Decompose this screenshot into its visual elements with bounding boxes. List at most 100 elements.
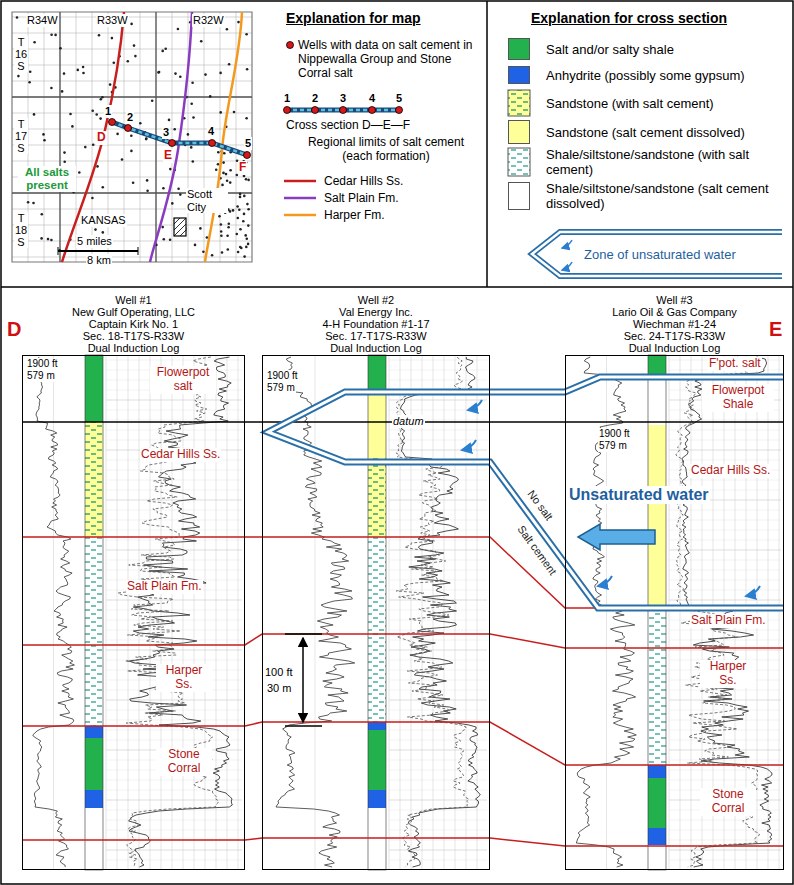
lithology-interval: [85, 726, 103, 738]
drawing-line: [284, 180, 316, 183]
map-grid-line: [204, 12, 205, 262]
township-label: T 16 S: [14, 36, 28, 72]
well-dot: [63, 161, 66, 164]
log-grid-line: [389, 510, 487, 511]
well-dot: [99, 117, 102, 120]
log-grid-line: [389, 480, 487, 481]
well-dot: [54, 34, 57, 37]
well-dot: [158, 71, 161, 74]
log-grid-line: [106, 560, 242, 561]
well-dot: [16, 16, 19, 19]
well-dot: [246, 203, 249, 206]
well-dot: [63, 72, 66, 75]
log-grid-line: [389, 710, 487, 711]
well-header: Well #2Val Energy Inc.4-H Foundation #1-…: [233, 294, 519, 354]
well-dot: [94, 228, 97, 231]
log-grid-line: [669, 590, 781, 591]
well-dot: [177, 188, 180, 191]
well-dot: [69, 113, 72, 116]
well-log-box: Well #2Val Energy Inc.4-H Foundation #1-…: [262, 355, 490, 870]
log-curve: [674, 357, 760, 867]
formation-label: Salt Plain Fm.: [690, 614, 767, 628]
well-dot: [145, 138, 148, 141]
panel-heading: Explanation for map: [285, 10, 422, 26]
correlation-line: [22, 838, 784, 846]
well-dot: [139, 122, 142, 125]
well-dot: [227, 248, 230, 251]
callout-number: 3: [162, 126, 170, 139]
log-grid-line: [669, 840, 781, 841]
log-grid-line: [669, 740, 781, 741]
log-grid-line: [411, 356, 412, 869]
legend-swatch: [508, 182, 530, 210]
well-dot: [33, 41, 36, 44]
panel-heading: Explanation for cross section: [530, 10, 728, 26]
township-label: T 18 S: [14, 212, 28, 248]
log-grid-line: [106, 660, 242, 661]
log-grid-line: [466, 356, 467, 869]
well-dot: [228, 222, 231, 225]
log-grid-line: [315, 356, 316, 869]
well-dot: [132, 181, 135, 184]
header-line: Dual Induction Log: [536, 342, 794, 354]
well-dot: [91, 109, 94, 112]
log-grid-line: [669, 460, 781, 461]
well-dot: [161, 50, 164, 53]
well-dot: [242, 220, 245, 223]
log-grid-line: [389, 860, 487, 861]
correlation-line: [22, 634, 784, 648]
drawing-path: [462, 440, 476, 450]
well-dot: [43, 139, 46, 142]
map-grid-line: [12, 65, 252, 66]
log-grid-line: [128, 356, 129, 869]
well-dot: [146, 179, 149, 182]
header-line: Well #1: [0, 294, 274, 306]
log-grid-line: [389, 360, 487, 361]
well-dot: [50, 87, 53, 90]
well-dot: [239, 228, 242, 231]
drawing-g: [12, 12, 784, 870]
well-dot: [237, 217, 240, 220]
well-dot: [239, 193, 242, 196]
well-dot: [162, 187, 165, 190]
header-line: New Gulf Operating, LLC: [0, 306, 274, 318]
map-grid-line: [12, 97, 252, 98]
well-dot: [47, 238, 50, 241]
log-grid-line: [389, 520, 487, 521]
legend-swatch: [508, 38, 530, 60]
lithology-interval: [648, 608, 666, 765]
log-curve: [118, 357, 219, 867]
legend-text: Sandstone (salt cement dissolved): [546, 125, 745, 140]
log-grid-line: [455, 356, 456, 869]
formation-label: Harper Ss.: [700, 660, 756, 688]
log-grid-line: [389, 650, 487, 651]
log-grid-line: [669, 356, 670, 869]
log-grid-line: [106, 790, 242, 791]
elevation-label: 1900 ft: [26, 358, 59, 370]
well-dot: [102, 186, 105, 189]
drawing-path: [562, 240, 572, 248]
drawing-path: [205, 12, 242, 262]
drawing-circle: [244, 152, 251, 159]
map-label: 5 miles: [76, 235, 113, 248]
well-dot: [33, 113, 36, 116]
map-grid-line: [12, 161, 252, 162]
drawing-line: [284, 197, 316, 200]
drawing-path: [578, 524, 655, 550]
log-curve: [276, 357, 355, 867]
header-line: Well #3: [536, 294, 794, 306]
drawing-rect: [508, 148, 530, 176]
header-line: Captain Kirk No. 1: [0, 318, 274, 330]
well-dot: [111, 37, 114, 40]
map-note: All salts present: [18, 166, 76, 192]
well-dot: [227, 226, 230, 229]
log-grid-line: [183, 356, 184, 869]
header-line: Lario Oil & Gas Company: [536, 306, 794, 318]
well-dot: [245, 178, 248, 181]
well-dot: [151, 100, 154, 103]
log-curve: [129, 357, 233, 867]
well-dot: [61, 90, 64, 93]
map-label: Scott City: [186, 188, 228, 213]
log-grid-line: [106, 820, 242, 821]
